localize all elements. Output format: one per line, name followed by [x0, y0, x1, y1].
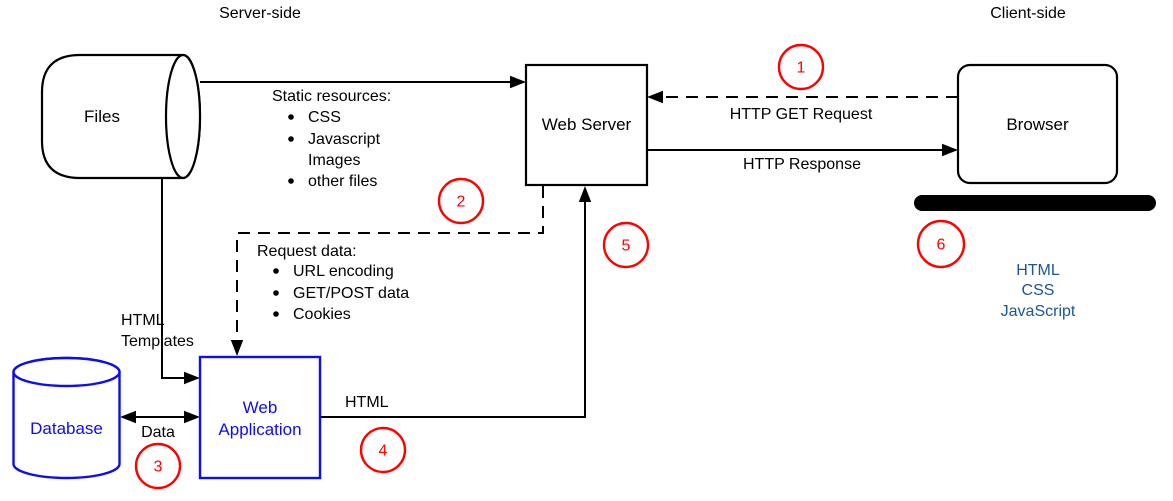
- step-badge-5: 5: [602, 221, 650, 269]
- step-circle-icon: [916, 219, 966, 269]
- browser-box: [956, 63, 1119, 185]
- static-resources-item: Javascript: [308, 131, 381, 148]
- bullet-dot-icon: [273, 311, 279, 317]
- arrowhead-right-icon: [510, 75, 526, 89]
- step-circle-icon: [777, 43, 825, 91]
- node-browser: Browser: [956, 63, 1119, 185]
- node-web-server: Web Server: [524, 63, 649, 187]
- web-application-label-line1: Web: [243, 398, 278, 417]
- web-application-label-line2: Application: [218, 420, 301, 439]
- static-resources-item: CSS: [308, 109, 341, 126]
- bullet-dot-icon: [288, 178, 294, 184]
- http-get-request-label: HTTP GET Request: [730, 106, 873, 123]
- web-application-box: [198, 355, 322, 480]
- bullet-dot-icon: [288, 114, 294, 120]
- client-side-header: Client-side: [990, 5, 1066, 22]
- database-label: Database: [30, 419, 103, 438]
- client-output-list: HTML CSS JavaScript: [1001, 262, 1076, 320]
- step-badge-2: 2: [437, 177, 485, 225]
- step-circle-icon: [437, 177, 485, 225]
- bullet-dot-icon: [273, 268, 279, 274]
- request-data-item: Cookies: [293, 306, 351, 323]
- step-number: 2: [457, 194, 466, 211]
- step-badge-3: 3: [134, 442, 182, 490]
- edge-webserver-to-webapp: [230, 186, 544, 356]
- request-data-item: GET/POST data: [293, 285, 409, 302]
- web-server-label: Web Server: [542, 115, 632, 134]
- http-response-label: HTTP Response: [743, 156, 861, 173]
- arrowhead-right-icon: [942, 143, 958, 157]
- edge-webapp-to-webserver: [320, 186, 592, 418]
- edge-database-webapp: [120, 410, 200, 424]
- step-circle-icon: [134, 442, 182, 490]
- static-resources-list: Static resources: CSS Javascript Images …: [272, 88, 391, 190]
- step-badge-6: 6: [916, 219, 966, 269]
- bullet-dot-icon: [288, 136, 294, 142]
- step-number: 3: [154, 459, 163, 476]
- arrowhead-right-icon: [184, 371, 200, 385]
- arrowhead-left-icon: [120, 410, 136, 424]
- bullet-dot-icon: [273, 290, 279, 296]
- server-side-header: Server-side: [219, 5, 301, 22]
- browser-label: Browser: [1006, 115, 1069, 134]
- request-data-list: Request data: URL encoding GET/POST data…: [257, 243, 409, 323]
- edge-http-get: [647, 90, 958, 104]
- client-output-line: HTML: [1016, 262, 1060, 279]
- static-resources-item: Images: [308, 152, 360, 169]
- files-cylinder-end-icon: [164, 53, 202, 180]
- arrowhead-down-icon: [230, 340, 244, 356]
- step-badge-4: 4: [359, 426, 407, 474]
- laptop-base-bar-icon: [914, 195, 1156, 211]
- edge-files-to-webserver: [200, 75, 526, 89]
- html-templates-label-line2: Templates: [121, 333, 194, 350]
- step-circle-icon: [359, 426, 407, 474]
- request-data-item: URL encoding: [293, 263, 394, 280]
- node-files: Files: [40, 53, 202, 180]
- arrowhead-right-icon: [184, 410, 200, 424]
- client-output-line: CSS: [1022, 282, 1055, 299]
- edge-http-response: [647, 143, 958, 157]
- web-server-box: [524, 63, 649, 187]
- client-output-line: JavaScript: [1001, 303, 1076, 320]
- html-label: HTML: [345, 394, 389, 411]
- node-database: Database: [12, 356, 121, 480]
- static-resources-item: other files: [308, 173, 377, 190]
- html-templates-elbow-line: [161, 178, 187, 379]
- request-data-title: Request data:: [257, 243, 357, 260]
- arrowhead-up-icon: [578, 186, 592, 202]
- static-resources-title: Static resources:: [272, 88, 391, 105]
- step-circle-icon: [602, 221, 650, 269]
- step-number: 1: [797, 60, 806, 77]
- step-number: 4: [379, 443, 388, 460]
- files-label: Files: [84, 107, 120, 126]
- data-label: Data: [141, 424, 175, 441]
- database-cylinder-top-icon: [12, 356, 121, 388]
- edge-files-to-webapp: [161, 178, 200, 385]
- html-templates-label-line1: HTML: [121, 312, 165, 329]
- step-number: 6: [937, 237, 946, 254]
- step-number: 5: [622, 238, 631, 255]
- arrowhead-left-icon: [647, 90, 663, 104]
- step-badge-1: 1: [777, 43, 825, 91]
- html-elbow-line: [320, 199, 586, 418]
- request-data-dashed-elbow: [236, 186, 544, 343]
- node-web-application: Web Application: [198, 355, 322, 480]
